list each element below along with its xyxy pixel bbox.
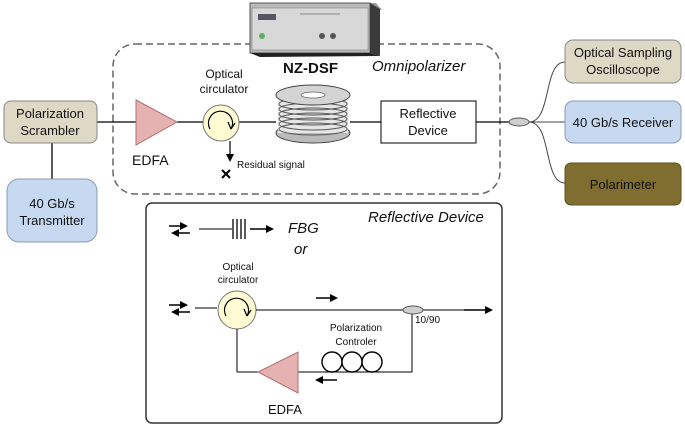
polarization-controller-label-line2: Controler [335,337,377,348]
inset-edfa-amplifier-icon [256,351,299,394]
polarimeter-block: Polarimeter [564,162,682,206]
fiber-spool-icon [275,84,351,144]
main-fiber-path [51,121,509,179]
fbg-bidirectional-arrows-icon [169,222,190,237]
circulator-top-label-line1: Optical [205,67,242,81]
reflective-device-block: Reflective Device [380,100,477,144]
fiber-spool-instrument-picture [249,2,382,57]
nz-dsf-label: NZ-DSF [283,60,338,77]
reflective-device-line2: Device [408,123,448,138]
fbg-label: FBG [288,220,319,237]
receiver-label: 40 Gb/s Receiver [573,115,674,130]
residual-signal-label: Residual signal [237,160,305,171]
reflective-device-line1: Reflective [399,106,456,121]
inset-title: Reflective Device [368,209,484,226]
inset-circulator-label-line2: circulator [218,275,259,286]
transmitter-line1: 40 Gb/s [29,196,75,211]
edfa-top-label: EDFA [132,152,169,168]
polarization-scrambler-block: Polarization Scrambler [3,100,98,144]
polarimeter-label: Polarimeter [590,177,657,192]
output-splitter-icon [508,117,530,127]
omnipolarizer-label: Omnipolarizer [372,58,466,75]
inset-circulator-label-line1: Optical [222,262,253,273]
termination-cross-icon [221,169,231,179]
inset-circulator-icon [217,290,257,330]
or-label: or [294,241,308,258]
polarization-scrambler-line1: Polarization [16,106,84,121]
circulator-top-label-line2: circulator [200,82,249,96]
optical-sampling-oscilloscope-block: Optical Sampling Oscilloscope [564,39,682,84]
polarization-controller-label-line1: Polarization [330,323,382,334]
inset-edfa-label: EDFA [268,402,302,417]
transmitter-block: 40 Gb/s Transmitter [6,178,98,243]
fbg-grating-icon [232,219,246,239]
loop-bidirectional-arrows-icon [169,301,190,316]
coupler-icon [402,305,424,315]
oscilloscope-line2: Oscilloscope [586,62,660,77]
receiver-block: 40 Gb/s Receiver [564,100,682,144]
polarization-scrambler-line2: Scrambler [20,123,80,138]
edfa-amplifier-icon [135,99,179,146]
output-fibers [528,61,566,184]
transmitter-line2: Transmitter [19,213,85,228]
polarization-controller-icon [321,351,383,373]
coupler-ratio-label: 10/90 [415,315,440,326]
optical-circulator-icon [202,104,240,142]
oscilloscope-line1: Optical Sampling [574,45,672,60]
inset-frame [145,202,503,424]
